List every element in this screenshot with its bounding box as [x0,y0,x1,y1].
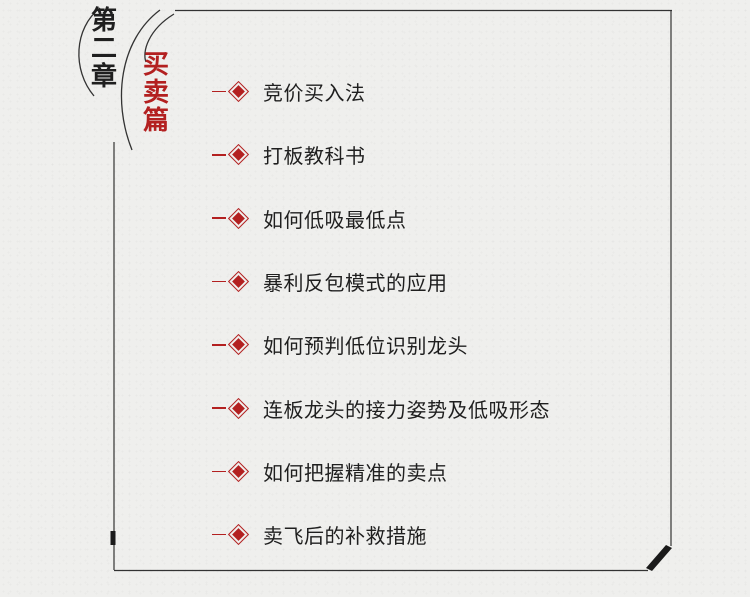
diamond-bullet-icon [227,334,250,356]
toc-item-label: 竞价买入法 [263,81,366,106]
toc-item-label: 打板教科书 [263,144,366,169]
table-of-contents: 竞价买入法 打板教科书 如何低吸最低点 暴利反包模式的应用 如何预判低位识别龙头… [212,60,550,566]
diamond-bullet-icon [227,270,250,293]
arc-left [78,7,101,97]
diamond-bullet-icon [227,81,250,103]
toc-item-label: 如何预判低位识别龙头 [263,334,468,359]
toc-item[interactable]: 竞价买入法 [212,60,550,123]
toc-item[interactable]: 如何低吸最低点 [212,187,550,250]
diamond-bullet-icon [227,460,250,483]
brush-stroke [646,545,672,571]
toc-item[interactable]: 暴利反包模式的应用 [212,250,550,313]
left-tick-mark [110,531,116,545]
dash-icon [212,280,226,283]
chapter-title-char-3: 篇 [142,106,169,136]
dash-icon [212,533,226,536]
toc-item-label: 连板龙头的接力姿势及低吸形态 [263,397,550,422]
diamond-bullet-icon [227,144,250,166]
toc-item-label: 如何低吸最低点 [263,207,407,232]
toc-item-label: 卖飞后的补救措施 [263,524,427,549]
dash-icon [212,154,226,156]
toc-item[interactable]: 连板龙头的接力姿势及低吸形态 [212,376,550,439]
toc-item-label: 暴利反包模式的应用 [263,271,448,296]
chapter-char-2: 二 [90,34,117,64]
arc-middle [120,9,161,151]
toc-item[interactable]: 打板教科书 [212,123,550,186]
dash-icon [212,344,226,346]
toc-item-label: 如何把握精准的卖点 [263,460,448,485]
chapter-title-char-2: 卖 [142,78,169,108]
diamond-bullet-icon [227,207,250,229]
toc-item[interactable]: 如何预判低位识别龙头 [212,313,550,376]
chapter-title-char-1: 买 [142,50,169,80]
arc-right [144,13,175,63]
dash-icon [212,217,226,219]
toc-item[interactable]: 卖飞后的补救措施 [212,503,550,566]
chapter-char-3: 章 [90,62,117,92]
diamond-bullet-icon [227,524,250,546]
dash-icon [212,470,226,473]
dash-icon [212,407,226,409]
chapter-char-1: 第 [90,6,117,36]
diamond-bullet-icon [227,397,250,419]
dash-icon [212,90,226,93]
toc-item[interactable]: 如何把握精准的卖点 [212,440,550,503]
